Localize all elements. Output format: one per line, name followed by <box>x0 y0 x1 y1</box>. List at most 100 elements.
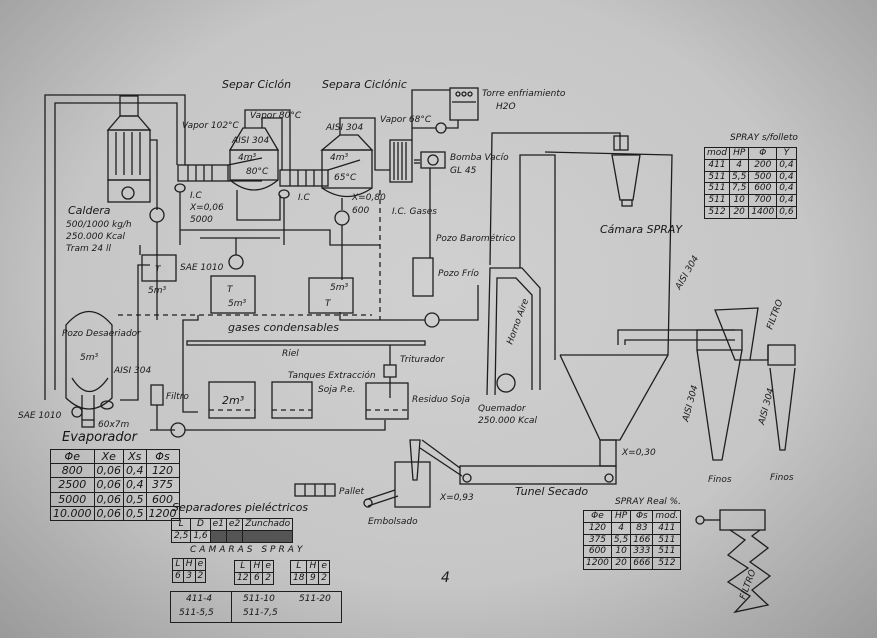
label-riel: Riel <box>282 349 299 359</box>
table-header-cell: HP <box>728 147 750 160</box>
label-pozo-frio: Pozo Frío <box>438 269 479 279</box>
label-ic-1-x: X=0,06 <box>189 203 224 213</box>
table-cell: 7,5 <box>728 182 750 196</box>
label-camara-spray: Cámara SPRAY <box>600 223 683 236</box>
table-cell: 600 <box>145 491 180 507</box>
table-cell: 1200 <box>583 557 612 570</box>
camaras-models-box: 411-4 511-5,5 511-10 511-7,5 511-20 <box>170 591 342 623</box>
spray-real-title: SPRAY Real %. <box>615 497 681 507</box>
pump-icon <box>149 207 165 223</box>
pump-icon <box>435 122 447 134</box>
label-pallet: Pallet <box>339 487 364 497</box>
table-cell: 600 <box>583 545 612 559</box>
table-cell: 512 <box>704 205 730 219</box>
table-cell: 18 <box>289 571 308 585</box>
rail <box>186 340 426 346</box>
table-header-cell: Φe <box>50 448 95 465</box>
label-x-080: X=0,80 <box>351 193 386 203</box>
label-gases-cond: gases condensables <box>228 321 339 334</box>
filter-sketch <box>695 509 772 614</box>
label-triturador: Triturador <box>400 355 446 365</box>
label-filtro: Filtro <box>166 392 189 402</box>
label-tank-t2: T <box>227 285 234 295</box>
label-filtro-2: FILTRO <box>765 298 785 331</box>
label-aisi-304-b: AISI 304 <box>325 123 363 133</box>
label-bomba-model: GL 45 <box>450 166 477 176</box>
table-header-cell: e <box>194 558 207 571</box>
label-caldera: Caldera <box>68 204 111 217</box>
label-pozo-vol: 5m³ <box>80 353 98 363</box>
table-cell: 4 <box>610 521 632 535</box>
table-cell: 9 <box>306 571 320 585</box>
table-cell: 10.000 <box>50 505 95 521</box>
label-tanque-2m3: 2m³ <box>222 394 245 407</box>
table-cell: 20 <box>728 205 750 219</box>
label-separ-ciclon-1: Separ Ciclón <box>222 78 291 91</box>
table-header-cell: e <box>318 560 330 573</box>
label-aisi-304-d: AISI 304 <box>673 254 701 292</box>
page-number: 4 <box>441 570 450 586</box>
table-cell: 375 <box>145 477 180 493</box>
table-cell: 0,5 <box>123 491 147 507</box>
label-embolsado: Embolsado <box>368 517 418 527</box>
table-cell: 1200 <box>145 505 180 521</box>
table-header-cell: Φe <box>583 510 612 523</box>
table-cell: 511 <box>704 194 730 207</box>
table-cell: 411 <box>652 521 682 535</box>
gas-condenser <box>374 139 420 320</box>
label-60x7m: 60x7m <box>98 420 130 430</box>
table-cell: 511 <box>704 182 730 196</box>
label-caldera-cap: 500/1000 kg/h <box>66 220 132 230</box>
steam-loop-line <box>44 94 186 400</box>
tank-1 <box>141 254 177 282</box>
label-sae-1010: SAE 1010 <box>18 411 62 421</box>
table-header-cell: L <box>172 558 184 571</box>
table-cell: 20 <box>610 557 632 570</box>
label-tank-t1-vol: 5m³ <box>148 286 166 296</box>
table-cell: 83 <box>630 521 654 535</box>
camara-model: 511-5,5 <box>179 608 214 618</box>
table-cell: 333 <box>630 545 654 559</box>
label-ic-1-val: 5000 <box>190 215 213 225</box>
table-cell: ■ <box>209 529 227 543</box>
label-ic-1: I.C <box>190 191 203 201</box>
table-cell: 2 <box>194 569 207 583</box>
label-pozo-desaer: Pozo Desaeriador <box>62 329 142 339</box>
label-finos-1: Finos <box>708 475 732 485</box>
filter <box>150 384 164 430</box>
table-cell: 0,5 <box>123 505 147 521</box>
label-x-093: X=0,93 <box>439 493 474 503</box>
label-pozo-bar: Pozo Barométrico <box>436 233 516 244</box>
label-tunel: Tunel Secado <box>515 485 588 498</box>
table-header-cell: D <box>190 518 211 531</box>
label-bomba: Bomba Vacío <box>450 153 509 163</box>
table-cell: 2 <box>318 571 330 585</box>
table-cell: 0,4 <box>123 477 147 493</box>
deaerator-tank <box>65 310 114 428</box>
table-header-cell: e <box>262 560 274 573</box>
separator-cyclone-2 <box>320 117 376 280</box>
pump-icon <box>334 210 350 226</box>
table-cell: 800 <box>50 463 95 479</box>
table-cell: 0,4 <box>123 463 147 479</box>
table-cell: 511 <box>652 545 682 559</box>
table-cell: 0,4 <box>776 170 797 184</box>
table-cell: ■ <box>242 529 294 543</box>
pump-icon <box>424 312 440 328</box>
label-vapor-80: Vapor 80°C <box>250 111 302 121</box>
extraction-tanks <box>208 345 409 420</box>
